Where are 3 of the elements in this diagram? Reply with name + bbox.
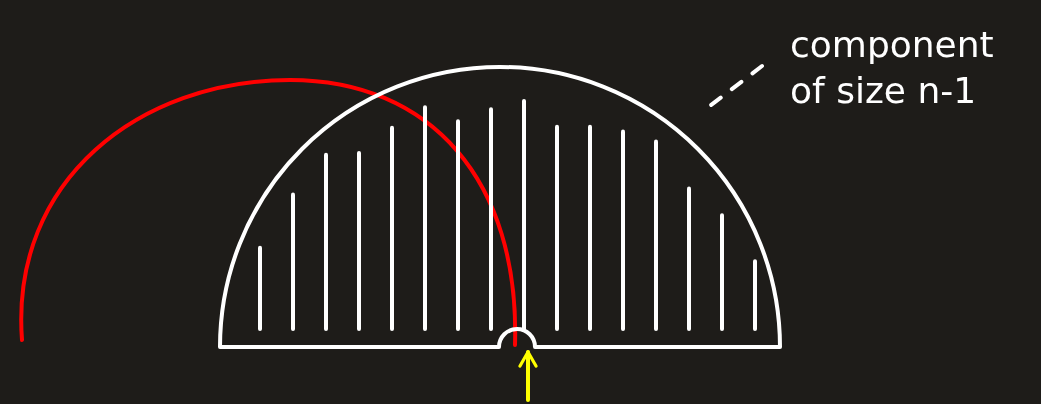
arrow — [518, 350, 538, 402]
hatched-half-disk-drawing — [218, 65, 782, 349]
callout-text: component of size n-1 — [790, 22, 1005, 114]
